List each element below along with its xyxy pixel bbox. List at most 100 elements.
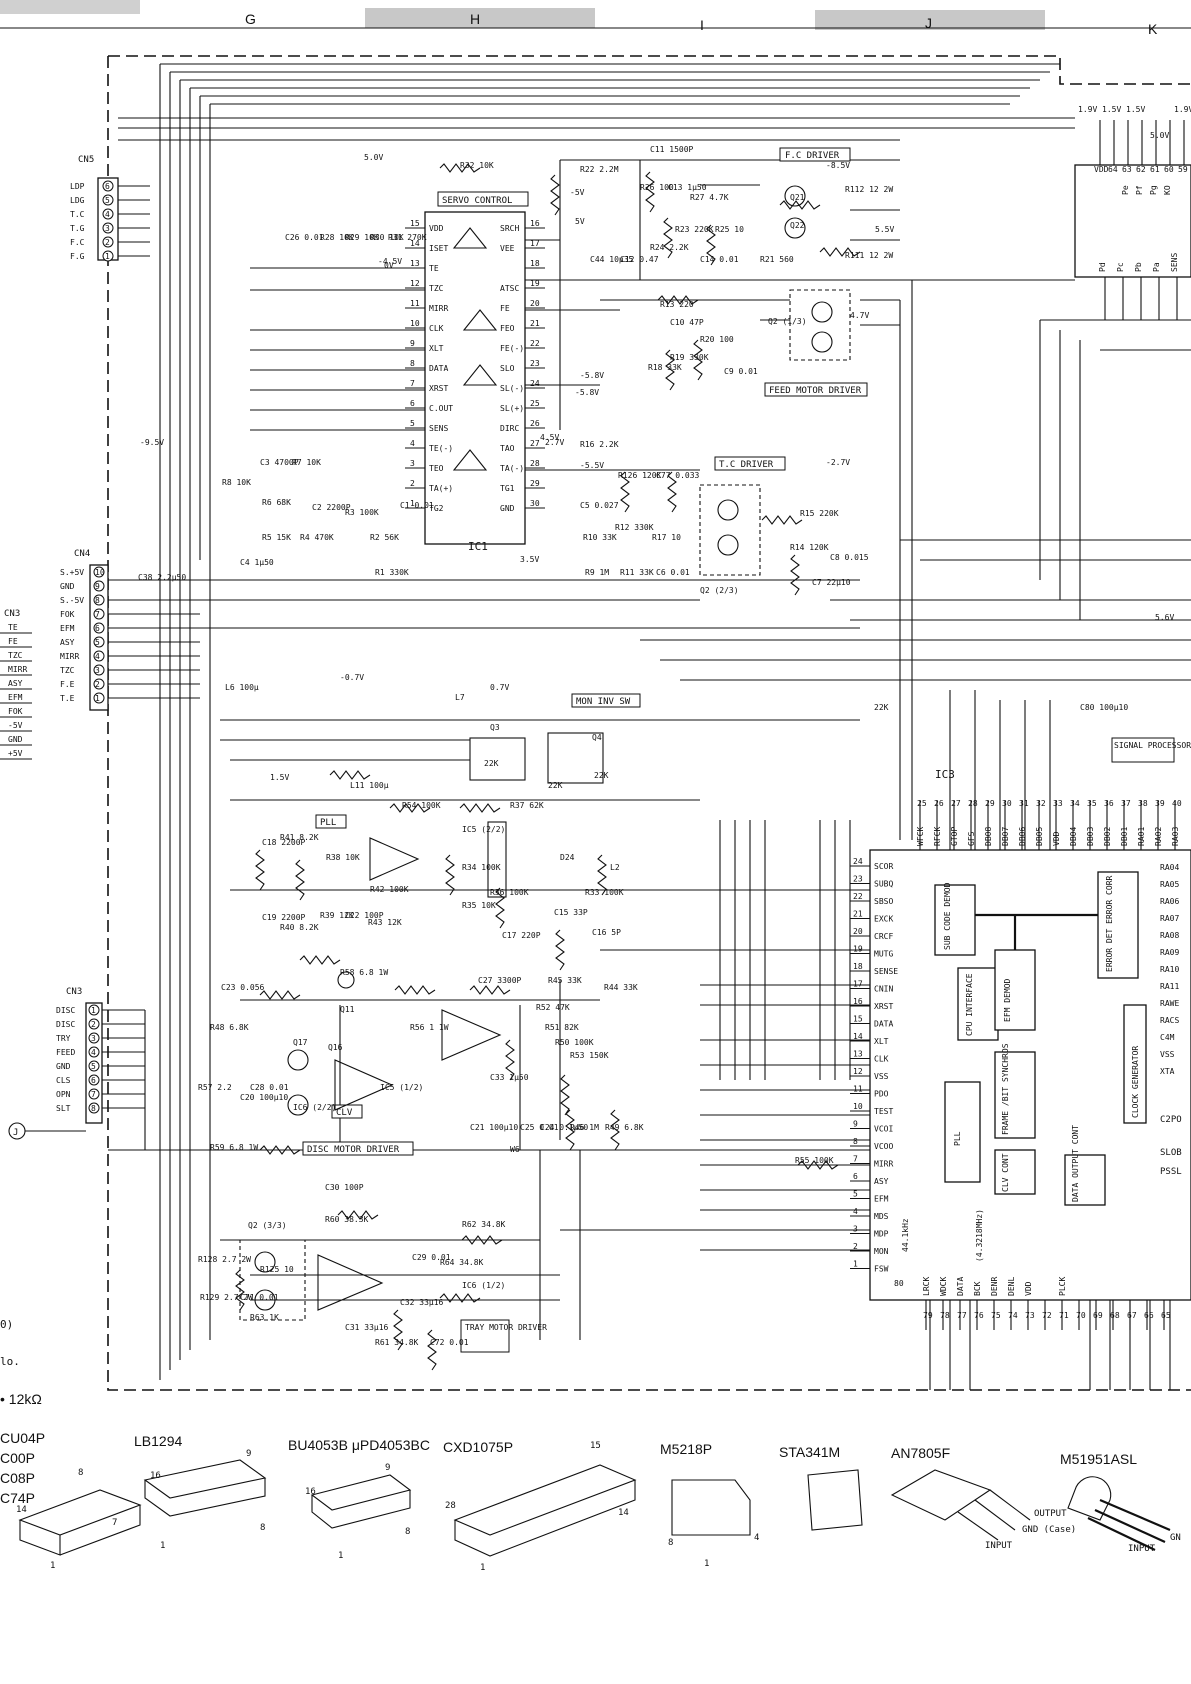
cn3-left-pin-label: FE xyxy=(8,637,18,646)
resistor xyxy=(597,854,607,896)
ic3-left-pin-label: VSS xyxy=(874,1072,889,1081)
part-label: R31 270K xyxy=(388,233,427,242)
ic3-bottom-pin-number: 70 xyxy=(1076,1311,1086,1320)
ic3-right-pin-label: RA11 xyxy=(1160,982,1179,991)
legend-dip14-pin8: 8 xyxy=(78,1468,83,1478)
resistor xyxy=(445,854,455,896)
legend-bu4053: BU4053B μPD4053BC xyxy=(288,1437,430,1453)
bu4053-pin1: 1 xyxy=(338,1551,343,1561)
cn3-lower-label: CN3 xyxy=(66,987,82,997)
an7805-output: OUTPUT xyxy=(1034,1509,1067,1519)
cn3-pin-label: DISC xyxy=(56,1020,75,1029)
cxd1075-pin28: 28 xyxy=(445,1501,456,1511)
ur-ic-voltage: 5.0V xyxy=(1150,131,1169,140)
part-label: 22K xyxy=(548,781,563,790)
ic3-left-pin-number: 21 xyxy=(853,910,863,919)
ic1-servo-control: SERVO CONTROL IC1 15VDD14ISET13TE12TZC11… xyxy=(405,191,545,553)
cn4-pin-number: 4 xyxy=(95,652,100,661)
part-label: C77 0.033 xyxy=(656,471,700,480)
ic3-left-pin-label: CNIN xyxy=(874,985,893,994)
voltage-label: 2.7V xyxy=(545,438,564,447)
ic3-right-pin-label: VSS xyxy=(1160,1050,1175,1059)
ic1-right-pin-label: SL(+) xyxy=(500,404,524,413)
label-tray-driver: TRAY MOTOR DRIVER xyxy=(465,1323,547,1332)
part-label: R42 100K xyxy=(370,885,409,894)
part-label: IC6 (2/2) xyxy=(293,1103,336,1112)
part-label: R58 6.8 1W xyxy=(340,968,388,977)
cn3-pin-label: FEED xyxy=(56,1048,75,1057)
active-components xyxy=(239,185,851,1321)
cn4-pin-number: 8 xyxy=(95,596,100,605)
legend-left-1: CU04P xyxy=(0,1430,45,1446)
ic3-left-pin-label: EFM xyxy=(874,1195,889,1204)
part-label: R125 10 xyxy=(260,1265,294,1274)
cn5-pin-number: 4 xyxy=(105,210,110,219)
part-label: R63 1K xyxy=(250,1313,279,1322)
ic1-right-pin-number: 30 xyxy=(530,499,540,508)
ur-ic-bottom-label: Pd xyxy=(1098,262,1107,272)
legend-dip14-pin14: 14 xyxy=(16,1505,27,1515)
part-label: Q2 (3/3) xyxy=(248,1221,287,1230)
part-label: C9 0.01 xyxy=(724,367,758,376)
part-label: R126 120K xyxy=(618,471,662,480)
ic1-title: SERVO CONTROL xyxy=(442,196,512,206)
ic3-top-pin-label: RA03 xyxy=(1171,827,1180,846)
ic1-right-pin-number: 19 xyxy=(530,279,540,288)
ic1-left-pin-label: MIRR xyxy=(429,304,448,313)
ic3-top-pin-number: 39 xyxy=(1155,799,1165,808)
cxd1075-pin15: 15 xyxy=(590,1441,601,1451)
part-label: R24 2.2K xyxy=(650,243,689,252)
ic1-left-pin-number: 11 xyxy=(410,299,420,308)
part-label: R37 62K xyxy=(510,801,544,810)
label-fc-driver: F.C DRIVER xyxy=(785,151,840,161)
bu4053-pin9: 9 xyxy=(385,1463,390,1473)
resistor xyxy=(259,1145,301,1155)
ic3-right-pin-label: XTA xyxy=(1160,1067,1175,1076)
part-label: R13 220 xyxy=(660,300,694,309)
part-label: R32 10K xyxy=(460,161,494,170)
legend-an7805f: AN7805F xyxy=(891,1445,950,1461)
ic1-left-pin-number: 15 xyxy=(410,219,420,228)
cn3-pin-number: 7 xyxy=(91,1090,96,1099)
m51951-gn: GN xyxy=(1170,1533,1181,1543)
ic1-left-pin-number: 4 xyxy=(410,439,415,448)
lb1294-pin1: 1 xyxy=(160,1541,165,1551)
part-label: W6 xyxy=(510,1145,520,1154)
part-label: R25 10 xyxy=(715,225,744,234)
part-label: R27 4.7K xyxy=(690,193,729,202)
cn3-left-pin-label: MIRR xyxy=(8,665,27,674)
ur-ic-pin-number: 61 xyxy=(1150,165,1160,174)
grid-letter-g: G xyxy=(245,11,256,27)
part-label: R17 10 xyxy=(652,533,681,542)
ic3-left-pin-label: DATA xyxy=(874,1020,893,1029)
part-label: R16 2.2K xyxy=(580,440,619,449)
ur-ic-top-label: Pe xyxy=(1121,185,1130,195)
ic3-right-pin-label: RA05 xyxy=(1160,880,1179,889)
ic1-left-pin-label: DATA xyxy=(429,364,448,373)
ic1-right-pin-label: DIRC xyxy=(500,424,519,433)
part-label: R39 12K xyxy=(320,911,354,920)
ic1-left-pin-label: TEO xyxy=(429,464,444,473)
part-label: R49 6.8K xyxy=(605,1123,644,1132)
part-label: R28 10K xyxy=(320,233,354,242)
part-label: R10 33K xyxy=(583,533,617,542)
board-outline xyxy=(107,55,1191,1391)
ic1-left-pin-label: TG2 xyxy=(429,504,444,513)
ic3-top-pin-number: 31 xyxy=(1019,799,1029,808)
ic1-right-pin-label: SLO xyxy=(500,364,515,373)
ic3-top-pin-label: DB06 xyxy=(1018,827,1027,846)
ur-ic-voltage: 1.5V xyxy=(1126,105,1145,114)
ic1-left-pin-label: VDD xyxy=(429,224,444,233)
ic3-right-pin-label: RA10 xyxy=(1160,965,1179,974)
resistor xyxy=(645,171,655,213)
resistor xyxy=(610,1109,620,1151)
part-label: 22K xyxy=(594,771,609,780)
ic1-right-pin-number: 20 xyxy=(530,299,540,308)
part-label: C38 2.2μ50 xyxy=(138,573,186,582)
cn5-pin xyxy=(102,222,114,234)
ic3-right-pin-label: RA09 xyxy=(1160,948,1179,957)
legend-left-3: C08P xyxy=(0,1470,35,1486)
cn3-left-pin-label: -5V xyxy=(8,721,23,730)
ic3-left-pin-number: 8 xyxy=(853,1137,858,1146)
